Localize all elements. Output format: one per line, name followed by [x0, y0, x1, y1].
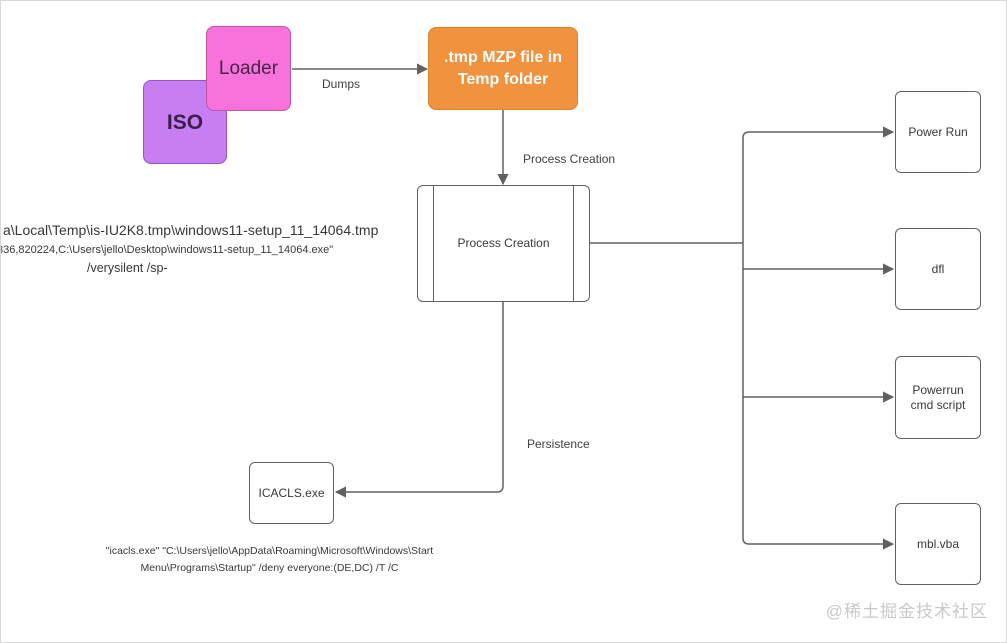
- node-icacls-label: ICACLS.exe: [258, 485, 325, 500]
- node-icacls: ICACLS.exe: [249, 462, 334, 524]
- annotation-icacls-command-line1: "icacls.exe" "C:\Users\jello\AppData\Roa…: [105, 545, 434, 557]
- node-loader: Loader: [206, 26, 291, 111]
- edge-process-to-icacls: [334, 302, 504, 498]
- node-power-run-label: Power Run: [908, 124, 968, 139]
- annotation-icacls-command-line2: Menu\Programs\Startup" /deny everyone:(D…: [140, 562, 399, 574]
- node-loader-label: Loader: [218, 58, 279, 79]
- node-powerrun-cmd-script: Powerrun cmd script: [895, 356, 981, 439]
- node-dfl-label: dfl: [931, 261, 945, 276]
- annotation-tmp-path-line1: a\Local\Temp\is-IU2K8.tmp\windows11-setu…: [3, 222, 379, 238]
- node-process-creation: Process Creation: [417, 185, 590, 302]
- edge-label-process-creation: Process Creation: [523, 152, 616, 166]
- edge-trunk-to-mbl-vba: [742, 243, 895, 550]
- process-shape-right-bar: [573, 186, 574, 301]
- annotation-tmp-path-line2: 336,820224,C:\Users\jello\Desktop\window…: [0, 244, 334, 256]
- edge-trunk-to-power-run: [742, 126, 895, 243]
- node-mbl-vba: mbl.vba: [895, 503, 981, 585]
- node-tmp-mzp-file-label: .tmp MZP file in Temp folder: [444, 48, 562, 88]
- node-process-creation-label: Process Creation: [457, 236, 550, 250]
- node-mbl-vba-label: mbl.vba: [916, 536, 960, 551]
- annotation-icacls-command: "icacls.exe" "C:\Users\jello\AppData\Roa…: [97, 543, 442, 577]
- node-power-run: Power Run: [895, 91, 981, 173]
- node-iso-label: ISO: [166, 110, 204, 134]
- watermark: @稀土掘金技术社区: [825, 602, 988, 621]
- node-dfl: dfl: [895, 228, 981, 310]
- edge-label-dumps: Dumps: [322, 77, 361, 91]
- annotation-tmp-path-line3: /verysilent /sp-: [87, 261, 168, 275]
- process-shape-left-bar: [433, 186, 434, 301]
- node-powerrun-cmd-script-label: Powerrun cmd script: [910, 382, 966, 412]
- edge-label-persistence: Persistence: [527, 437, 590, 451]
- node-tmp-mzp-file: .tmp MZP file in Temp folder: [428, 27, 578, 110]
